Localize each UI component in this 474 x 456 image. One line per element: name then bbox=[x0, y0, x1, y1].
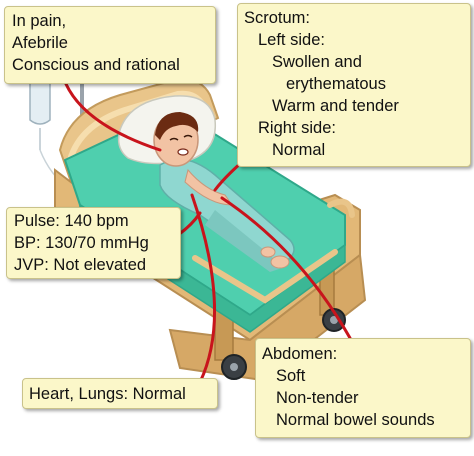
scrotum-left-finding: Swollen and bbox=[272, 53, 362, 71]
bp-reading: BP: 130/70 mmHg bbox=[14, 234, 149, 252]
pulse-reading: Pulse: 140 bpm bbox=[14, 212, 129, 230]
scrotum-right-label: Right side: bbox=[258, 119, 336, 137]
scrotum-left-label: Left side: bbox=[258, 31, 325, 49]
patient-figure bbox=[153, 112, 295, 272]
vitals-callout: Pulse: 140 bpm BP: 130/70 mmHg JVP: Not … bbox=[6, 207, 181, 279]
scrotum-left-finding: Warm and tender bbox=[272, 97, 399, 115]
general-status-callout: In pain, Afebrile Conscious and rational bbox=[4, 6, 216, 84]
general-line: Conscious and rational bbox=[12, 56, 180, 74]
scrotum-left-finding: erythematous bbox=[286, 75, 386, 93]
pointer-general bbox=[64, 82, 162, 152]
pointer-abdomen bbox=[220, 196, 352, 340]
general-line: In pain, bbox=[12, 12, 67, 30]
jvp-reading: JVP: Not elevated bbox=[14, 256, 147, 274]
abdomen-finding: Normal bowel sounds bbox=[276, 411, 435, 429]
heart-lungs-callout: Heart, Lungs: Normal bbox=[22, 378, 218, 409]
general-line: Afebrile bbox=[12, 34, 68, 52]
scrotum-title: Scrotum: bbox=[244, 9, 311, 27]
abdomen-finding: Non-tender bbox=[276, 389, 359, 407]
scrotum-right-finding: Normal bbox=[272, 141, 326, 159]
heart-lungs-text: Heart, Lungs: Normal bbox=[29, 385, 186, 403]
bed-rails bbox=[192, 198, 355, 304]
abdomen-finding: Soft bbox=[276, 367, 306, 385]
scrotum-callout: Scrotum: Left side: Swollen and erythema… bbox=[237, 3, 471, 167]
pointer-lines bbox=[64, 82, 352, 392]
pointer-heart bbox=[190, 193, 217, 392]
abdomen-callout: Abdomen: Soft Non-tender Normal bowel so… bbox=[255, 338, 471, 438]
abdomen-title: Abdomen: bbox=[262, 345, 338, 363]
